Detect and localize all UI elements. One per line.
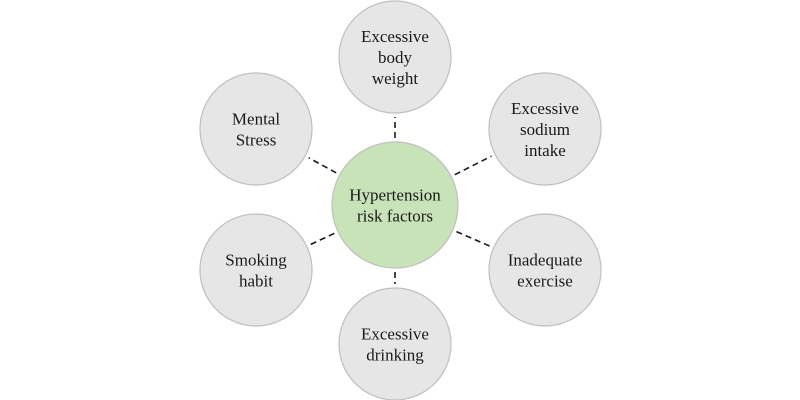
connector-sodium bbox=[454, 155, 492, 176]
connector-exercise bbox=[456, 230, 491, 247]
factor-smoking-label-line: habit bbox=[239, 272, 273, 291]
factor-circle bbox=[338, 287, 452, 400]
factor-sodium-label-line: sodium bbox=[520, 120, 570, 139]
connector-stress bbox=[308, 157, 337, 174]
factor-exercise-label-line: Inadequate bbox=[508, 251, 583, 270]
factor-drinking-label-line: drinking bbox=[366, 346, 424, 365]
factor-stress-label-line: Mental bbox=[232, 110, 280, 129]
factor-exercise-label-line: exercise bbox=[517, 272, 573, 291]
factor-node-body-weight: Excessive body weight bbox=[338, 0, 452, 114]
factor-smoking-label-line: Smoking bbox=[225, 251, 287, 270]
factor-circle bbox=[199, 72, 313, 186]
center-node: Hypertension risk factors bbox=[331, 141, 459, 269]
center-label-line: Hypertension bbox=[349, 186, 441, 205]
factor-node-exercise: Inadequate exercise bbox=[488, 213, 602, 327]
factor-stress-label-line: Stress bbox=[236, 131, 277, 150]
factor-drinking-label-line: Excessive bbox=[361, 325, 429, 344]
factor-circle bbox=[199, 213, 313, 327]
factor-body-weight-label-line: weight bbox=[372, 69, 419, 88]
nodes: ExcessivebodyweightExcessivesodiumintake… bbox=[199, 0, 602, 400]
factor-node-sodium: Excessive sodium intake bbox=[488, 72, 602, 186]
factor-node-drinking: Excessive drinking bbox=[338, 287, 452, 400]
factor-sodium-label-line: intake bbox=[524, 141, 566, 160]
factor-circle bbox=[338, 0, 452, 114]
center-label-line: risk factors bbox=[357, 207, 433, 226]
factor-circle bbox=[488, 72, 602, 186]
factor-body-weight-label-line: body bbox=[378, 48, 413, 67]
factor-circle bbox=[488, 213, 602, 327]
connector-smoking bbox=[310, 232, 335, 246]
factor-body-weight-label-line: Excessive bbox=[361, 27, 429, 46]
connectors bbox=[308, 117, 492, 284]
factor-node-smoking: Smoking habit bbox=[199, 213, 313, 327]
factor-sodium-label-line: Excessive bbox=[511, 99, 579, 118]
center-circle bbox=[331, 141, 459, 269]
